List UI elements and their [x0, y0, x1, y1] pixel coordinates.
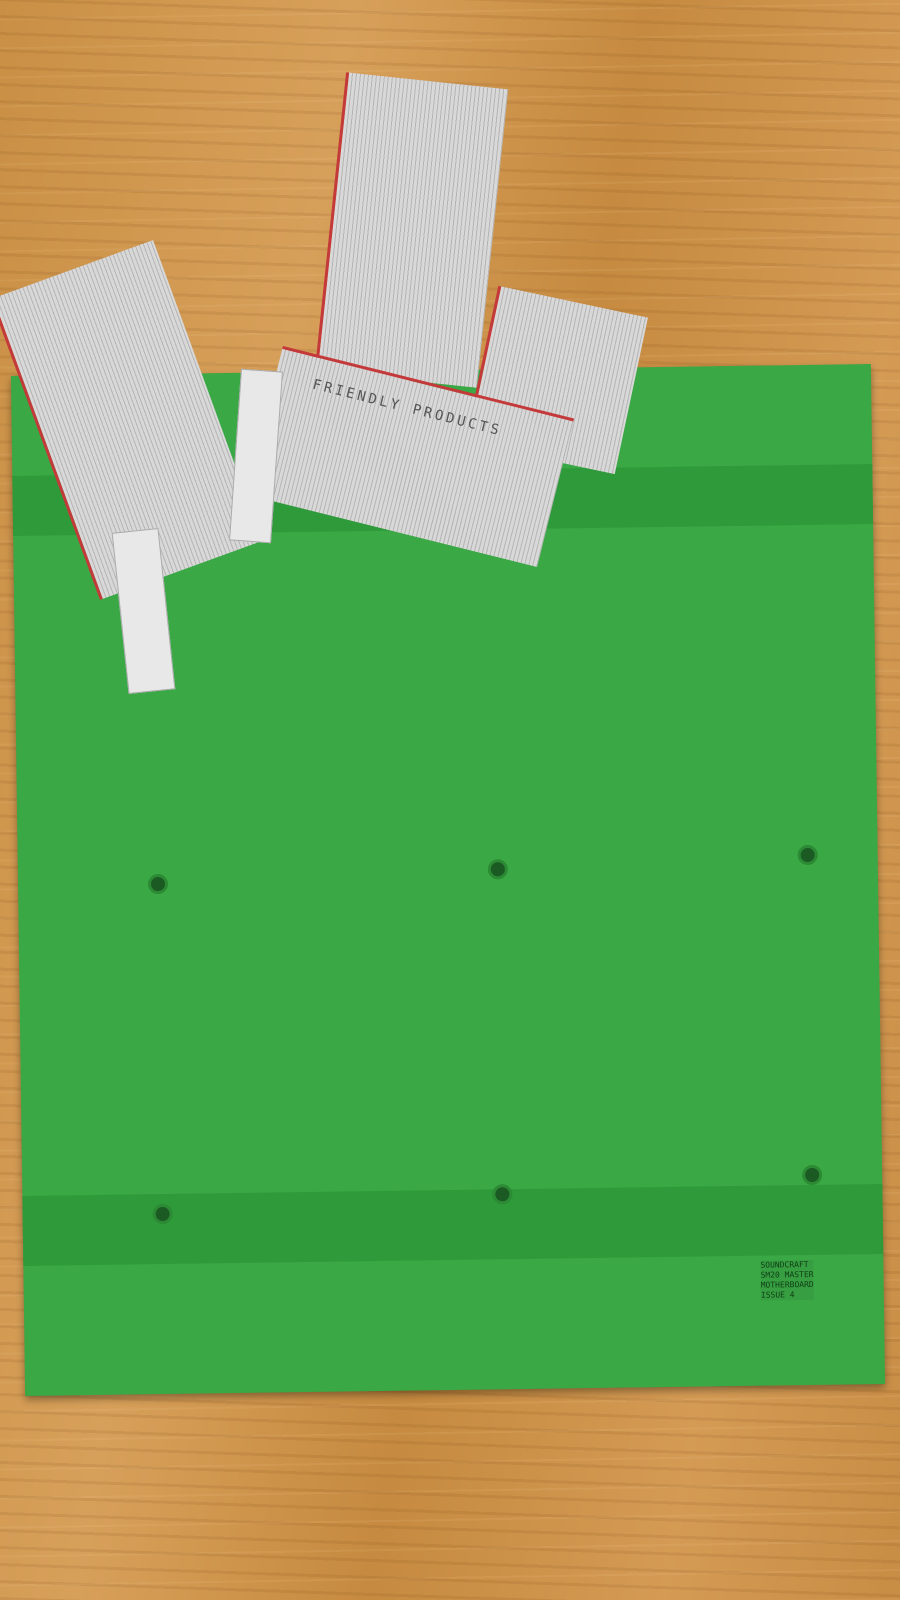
- mounting-hole: [487, 859, 508, 880]
- mounting-hole: [802, 1164, 823, 1186]
- label-line: MOTHERBOARD: [760, 1279, 814, 1290]
- board-label: SOUNDCRAFT SM20 MASTER MOTHERBOARD ISSUE…: [760, 1259, 814, 1301]
- mounting-hole: [492, 1184, 513, 1205]
- mounting-hole: [147, 873, 169, 895]
- mounting-hole: [797, 844, 818, 866]
- label-line: ISSUE 4: [760, 1290, 795, 1300]
- board-band: [22, 1183, 884, 1266]
- ribbon-cable: [314, 72, 509, 388]
